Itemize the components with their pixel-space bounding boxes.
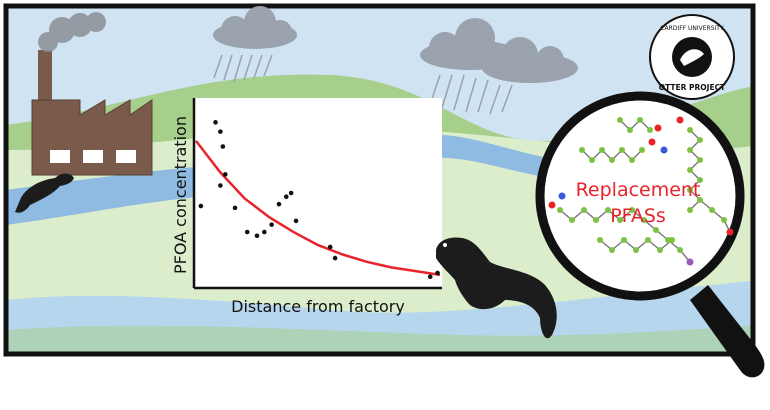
hetero-atom [654, 124, 662, 132]
data-point [218, 129, 223, 134]
fluorine-atom [647, 127, 653, 133]
hetero-atom [676, 116, 684, 124]
fluorine-atom [657, 247, 663, 253]
fluorine-atom [627, 127, 633, 133]
data-point [232, 205, 238, 211]
factory [31, 50, 153, 176]
fluorine-atom [709, 207, 715, 213]
data-point [218, 183, 223, 188]
fluorine-atom [697, 197, 703, 203]
data-point [244, 229, 250, 235]
logo-text-top: CARDIFF UNIVERSITY [660, 25, 724, 32]
fluorine-atom [569, 217, 575, 223]
fluorine-atom [687, 167, 693, 173]
data-point [332, 255, 338, 261]
data-point [427, 274, 433, 280]
logo-text-bottom: OTTER PROJECT [659, 83, 726, 92]
magnifier-label-line1: Replacement [576, 179, 701, 201]
fluorine-atom [619, 147, 625, 153]
cloud-left [213, 6, 297, 83]
fluorine-atom [697, 137, 703, 143]
fluorine-atom [687, 207, 693, 213]
hetero-atom [660, 146, 668, 154]
fluorine-atom [721, 217, 727, 223]
frame-border [3, 3, 756, 357]
magnifier-handle [690, 285, 765, 378]
fluorine-atom [653, 227, 659, 233]
fluorine-atom [687, 147, 693, 153]
x-axis-label: Distance from factory [231, 297, 405, 316]
fluorine-atom [617, 217, 623, 223]
hetero-atom [548, 201, 556, 209]
data-point [262, 229, 267, 235]
trend-line [195, 140, 441, 277]
pfoa-chart: PFOA concentration Distance from factory [171, 98, 442, 316]
data-point [283, 194, 289, 200]
fluorine-atom [687, 187, 693, 193]
fluorine-atom [687, 127, 693, 133]
data-point [435, 270, 440, 276]
magnifier-label-line2: PFASs [610, 205, 666, 227]
fluorine-atom [629, 157, 635, 163]
fluorine-atom [579, 147, 585, 153]
fluorine-atom [617, 117, 623, 123]
data-point [327, 244, 333, 250]
hetero-atom [648, 138, 656, 146]
fluorine-atom [645, 237, 651, 243]
fluorine-atom [605, 207, 611, 213]
y-axis-label: PFOA concentration [171, 116, 190, 274]
fluorine-atom [637, 117, 643, 123]
fluorine-atom [593, 217, 599, 223]
cloud-right [420, 18, 578, 115]
hetero-atom [558, 192, 566, 200]
data-point [293, 218, 299, 224]
lower-grass [6, 325, 753, 354]
hetero-atom [686, 258, 694, 266]
chart-background [194, 98, 442, 288]
fluorine-atom [633, 247, 639, 253]
fluorine-atom [697, 157, 703, 163]
fluorine-atom [581, 207, 587, 213]
hetero-atom [726, 228, 734, 236]
fluorine-atom [629, 207, 635, 213]
fluorine-atom [697, 177, 703, 183]
otter-small-icon [15, 173, 74, 213]
otter-project-logo: CARDIFF UNIVERSITY OTTER PROJECT [649, 14, 735, 100]
fluorine-atom [589, 157, 595, 163]
fluorine-atom [641, 217, 647, 223]
fluorine-atom [677, 247, 683, 253]
smoke [38, 12, 106, 52]
fluorine-atom [669, 237, 675, 243]
data-point [269, 222, 274, 227]
data-point [276, 201, 282, 207]
data-point [213, 120, 218, 125]
molecule-chains [548, 116, 734, 266]
data-point [254, 233, 260, 239]
data-point [220, 144, 226, 149]
fluorine-atom [597, 237, 603, 243]
magnifier-lens [535, 91, 745, 301]
fluorine-atom [609, 157, 615, 163]
magnifier: Replacement PFASs [535, 91, 765, 378]
data-point [198, 203, 204, 209]
fluorine-atom [639, 147, 645, 153]
fluorine-atom [609, 247, 615, 253]
otter-large-icon [436, 237, 557, 339]
fluorine-atom [621, 237, 627, 243]
fluorine-atom [557, 207, 563, 213]
data-points [198, 120, 440, 280]
fluorine-atom [599, 147, 605, 153]
data-point [288, 190, 294, 196]
data-point [222, 172, 228, 177]
